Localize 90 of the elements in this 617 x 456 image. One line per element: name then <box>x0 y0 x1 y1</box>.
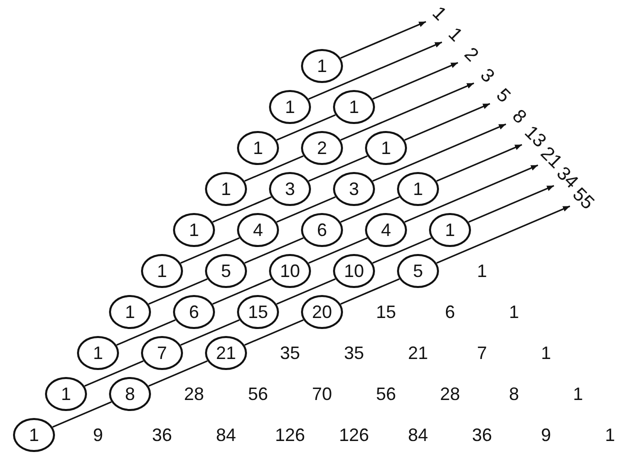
circled-number: 5 <box>205 254 247 288</box>
diagonal-line <box>116 319 176 346</box>
circled-number: 1 <box>173 213 215 247</box>
diagonal-line <box>180 237 240 264</box>
diagonal-line <box>148 360 208 387</box>
circled-number: 1 <box>77 336 119 370</box>
circled-number: 1 <box>109 295 151 329</box>
diagonal-line <box>148 278 208 305</box>
pascal-number: 56 <box>248 385 268 403</box>
arrow <box>340 20 426 59</box>
circled-number: 1 <box>397 172 439 206</box>
diagonal-line <box>276 196 336 223</box>
circled-number: 3 <box>333 172 375 206</box>
circled-number: 6 <box>173 295 215 329</box>
arrow <box>436 205 570 264</box>
circled-number: 1 <box>429 213 471 247</box>
circled-number: 1 <box>301 49 343 83</box>
pascal-number: 70 <box>312 385 332 403</box>
pascal-number: 35 <box>280 344 300 362</box>
pascal-number: 36 <box>152 426 172 444</box>
fibonacci-number: 1 <box>428 4 450 25</box>
circled-number: 4 <box>237 213 279 247</box>
pascal-number: 15 <box>376 303 396 321</box>
fibonacci-number: 5 <box>492 86 514 107</box>
circled-number: 7 <box>141 336 183 370</box>
pascal-number: 84 <box>408 426 428 444</box>
circled-number: 10 <box>269 254 311 288</box>
circled-number: 15 <box>237 295 279 329</box>
diagonal-line <box>340 278 400 305</box>
diagonal-line <box>372 237 432 264</box>
pascal-number: 36 <box>472 426 492 444</box>
arrow <box>372 62 458 100</box>
pascal-number: 1 <box>573 385 583 403</box>
diagonal-line <box>52 401 112 428</box>
diagonal-line <box>308 237 368 264</box>
fibonacci-number: 8 <box>508 106 530 128</box>
circled-number: 10 <box>333 254 375 288</box>
pascal-number: 126 <box>274 426 306 444</box>
arrow <box>372 123 506 182</box>
pascal-number: 9 <box>541 426 551 444</box>
pascal-number: 1 <box>477 262 487 280</box>
pascal-number: 8 <box>509 385 519 403</box>
circled-number: 5 <box>397 254 439 288</box>
circled-number: 1 <box>269 90 311 124</box>
circled-number: 1 <box>333 90 375 124</box>
fibonacci-number: 2 <box>460 44 482 66</box>
pascal-number: 28 <box>440 385 460 403</box>
arrow <box>340 82 474 141</box>
fibonacci-number: 1 <box>444 24 466 46</box>
circled-number: 4 <box>365 213 407 247</box>
diagonal-line <box>276 114 336 141</box>
circled-number: 1 <box>45 377 87 411</box>
arrow <box>404 102 490 141</box>
circled-number: 20 <box>301 295 343 329</box>
circled-number: 8 <box>109 377 151 411</box>
circled-number: 1 <box>205 172 247 206</box>
diagonal-line <box>244 155 304 182</box>
circled-number: 1 <box>13 418 55 452</box>
circled-number: 6 <box>301 213 343 247</box>
circled-number: 1 <box>237 131 279 165</box>
diagonal-line <box>340 196 400 223</box>
circled-number: 1 <box>365 131 407 165</box>
pascal-number: 126 <box>338 426 370 444</box>
diagonal-line <box>276 278 336 305</box>
circled-number: 1 <box>141 254 183 288</box>
diagonal-line <box>244 237 304 264</box>
fibonacci-number: 3 <box>476 65 498 86</box>
diagonal-line <box>212 196 272 223</box>
diagonal-line <box>84 360 144 387</box>
pascal-number: 6 <box>445 303 455 321</box>
pascal-number: 1 <box>605 426 615 444</box>
pascal-number: 28 <box>184 385 204 403</box>
pascal-number: 84 <box>216 426 236 444</box>
diagonal-line <box>180 319 240 346</box>
arrow <box>436 144 522 182</box>
pascal-number: 21 <box>408 344 428 362</box>
pascal-number: 35 <box>344 344 364 362</box>
pascal-number: 1 <box>509 303 519 321</box>
pascal-number: 56 <box>376 385 396 403</box>
arrow <box>468 184 554 223</box>
diagonal-line <box>244 319 304 346</box>
arrow <box>308 41 442 100</box>
pascal-number: 9 <box>93 426 103 444</box>
diagonal-line <box>212 278 272 305</box>
circled-number: 21 <box>205 336 247 370</box>
circled-number: 3 <box>269 172 311 206</box>
diagonal-line <box>308 155 368 182</box>
pascal-number: 1 <box>541 344 551 362</box>
circled-number: 2 <box>301 131 343 165</box>
pascal-number: 7 <box>477 344 487 362</box>
